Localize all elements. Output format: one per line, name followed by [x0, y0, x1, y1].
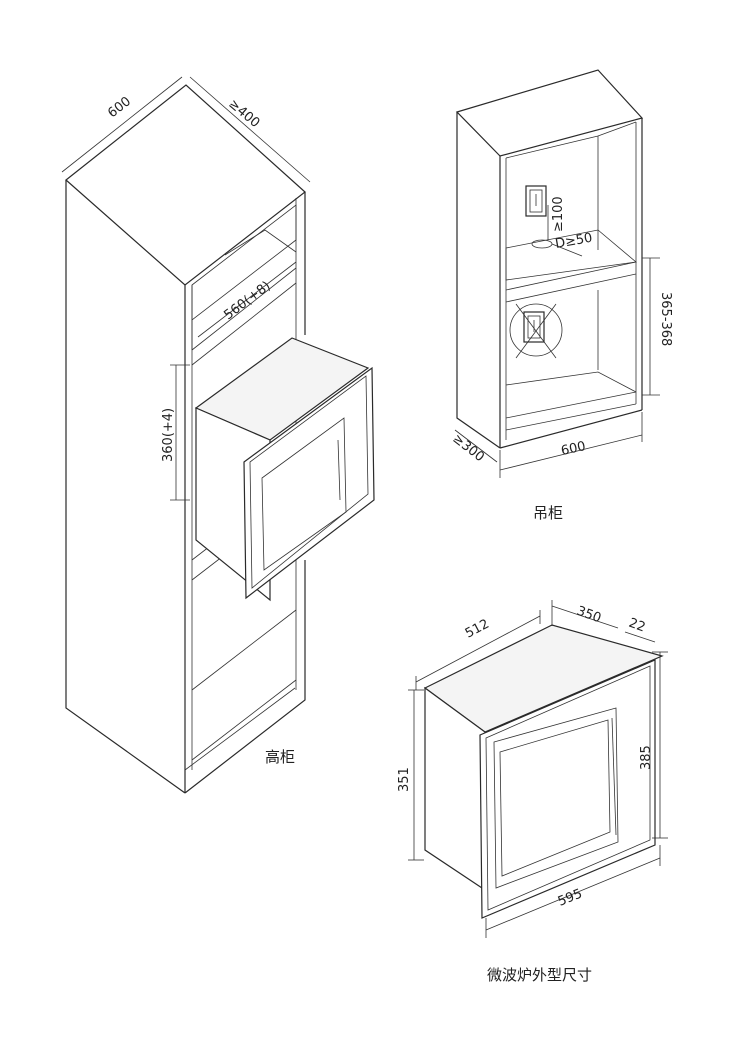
- microwave-drawing: [408, 600, 668, 938]
- wall-cabinet-caption: 吊柜: [533, 504, 563, 522]
- tall-cabinet-drawing: [61, 76, 375, 794]
- wall-cabinet-gap-top-dim: ≥100: [551, 196, 566, 232]
- microwave-body-width-dim: 512: [463, 617, 492, 642]
- tall-cabinet-opening-width-dim: 560(+8): [221, 279, 273, 324]
- wall-cabinet-depth-dim: ≥300: [450, 431, 487, 465]
- microwave-caption: 微波炉外型尺寸: [487, 966, 592, 984]
- tall-cabinet-width-dim: 600: [105, 94, 134, 121]
- wall-cabinet-height-dim: 365-368: [658, 292, 673, 346]
- microwave-body-height-dim: 351: [397, 767, 412, 792]
- microwave-frame-thickness-dim: 22: [627, 616, 648, 636]
- wall-cabinet-width-dim: 600: [560, 439, 587, 459]
- wall-cabinet-drawing: [454, 69, 660, 478]
- microwave-frame-height-dim: 385: [639, 745, 654, 770]
- tall-cabinet-opening-height-dim: 360(+4): [161, 408, 176, 462]
- microwave-frame-width-dim: 595: [556, 887, 585, 910]
- microwave-depth-dim: 350: [575, 604, 603, 627]
- tall-cabinet-caption: 高柜: [265, 748, 295, 766]
- wall-cabinet-gap-d-dim: D≥50: [554, 231, 593, 252]
